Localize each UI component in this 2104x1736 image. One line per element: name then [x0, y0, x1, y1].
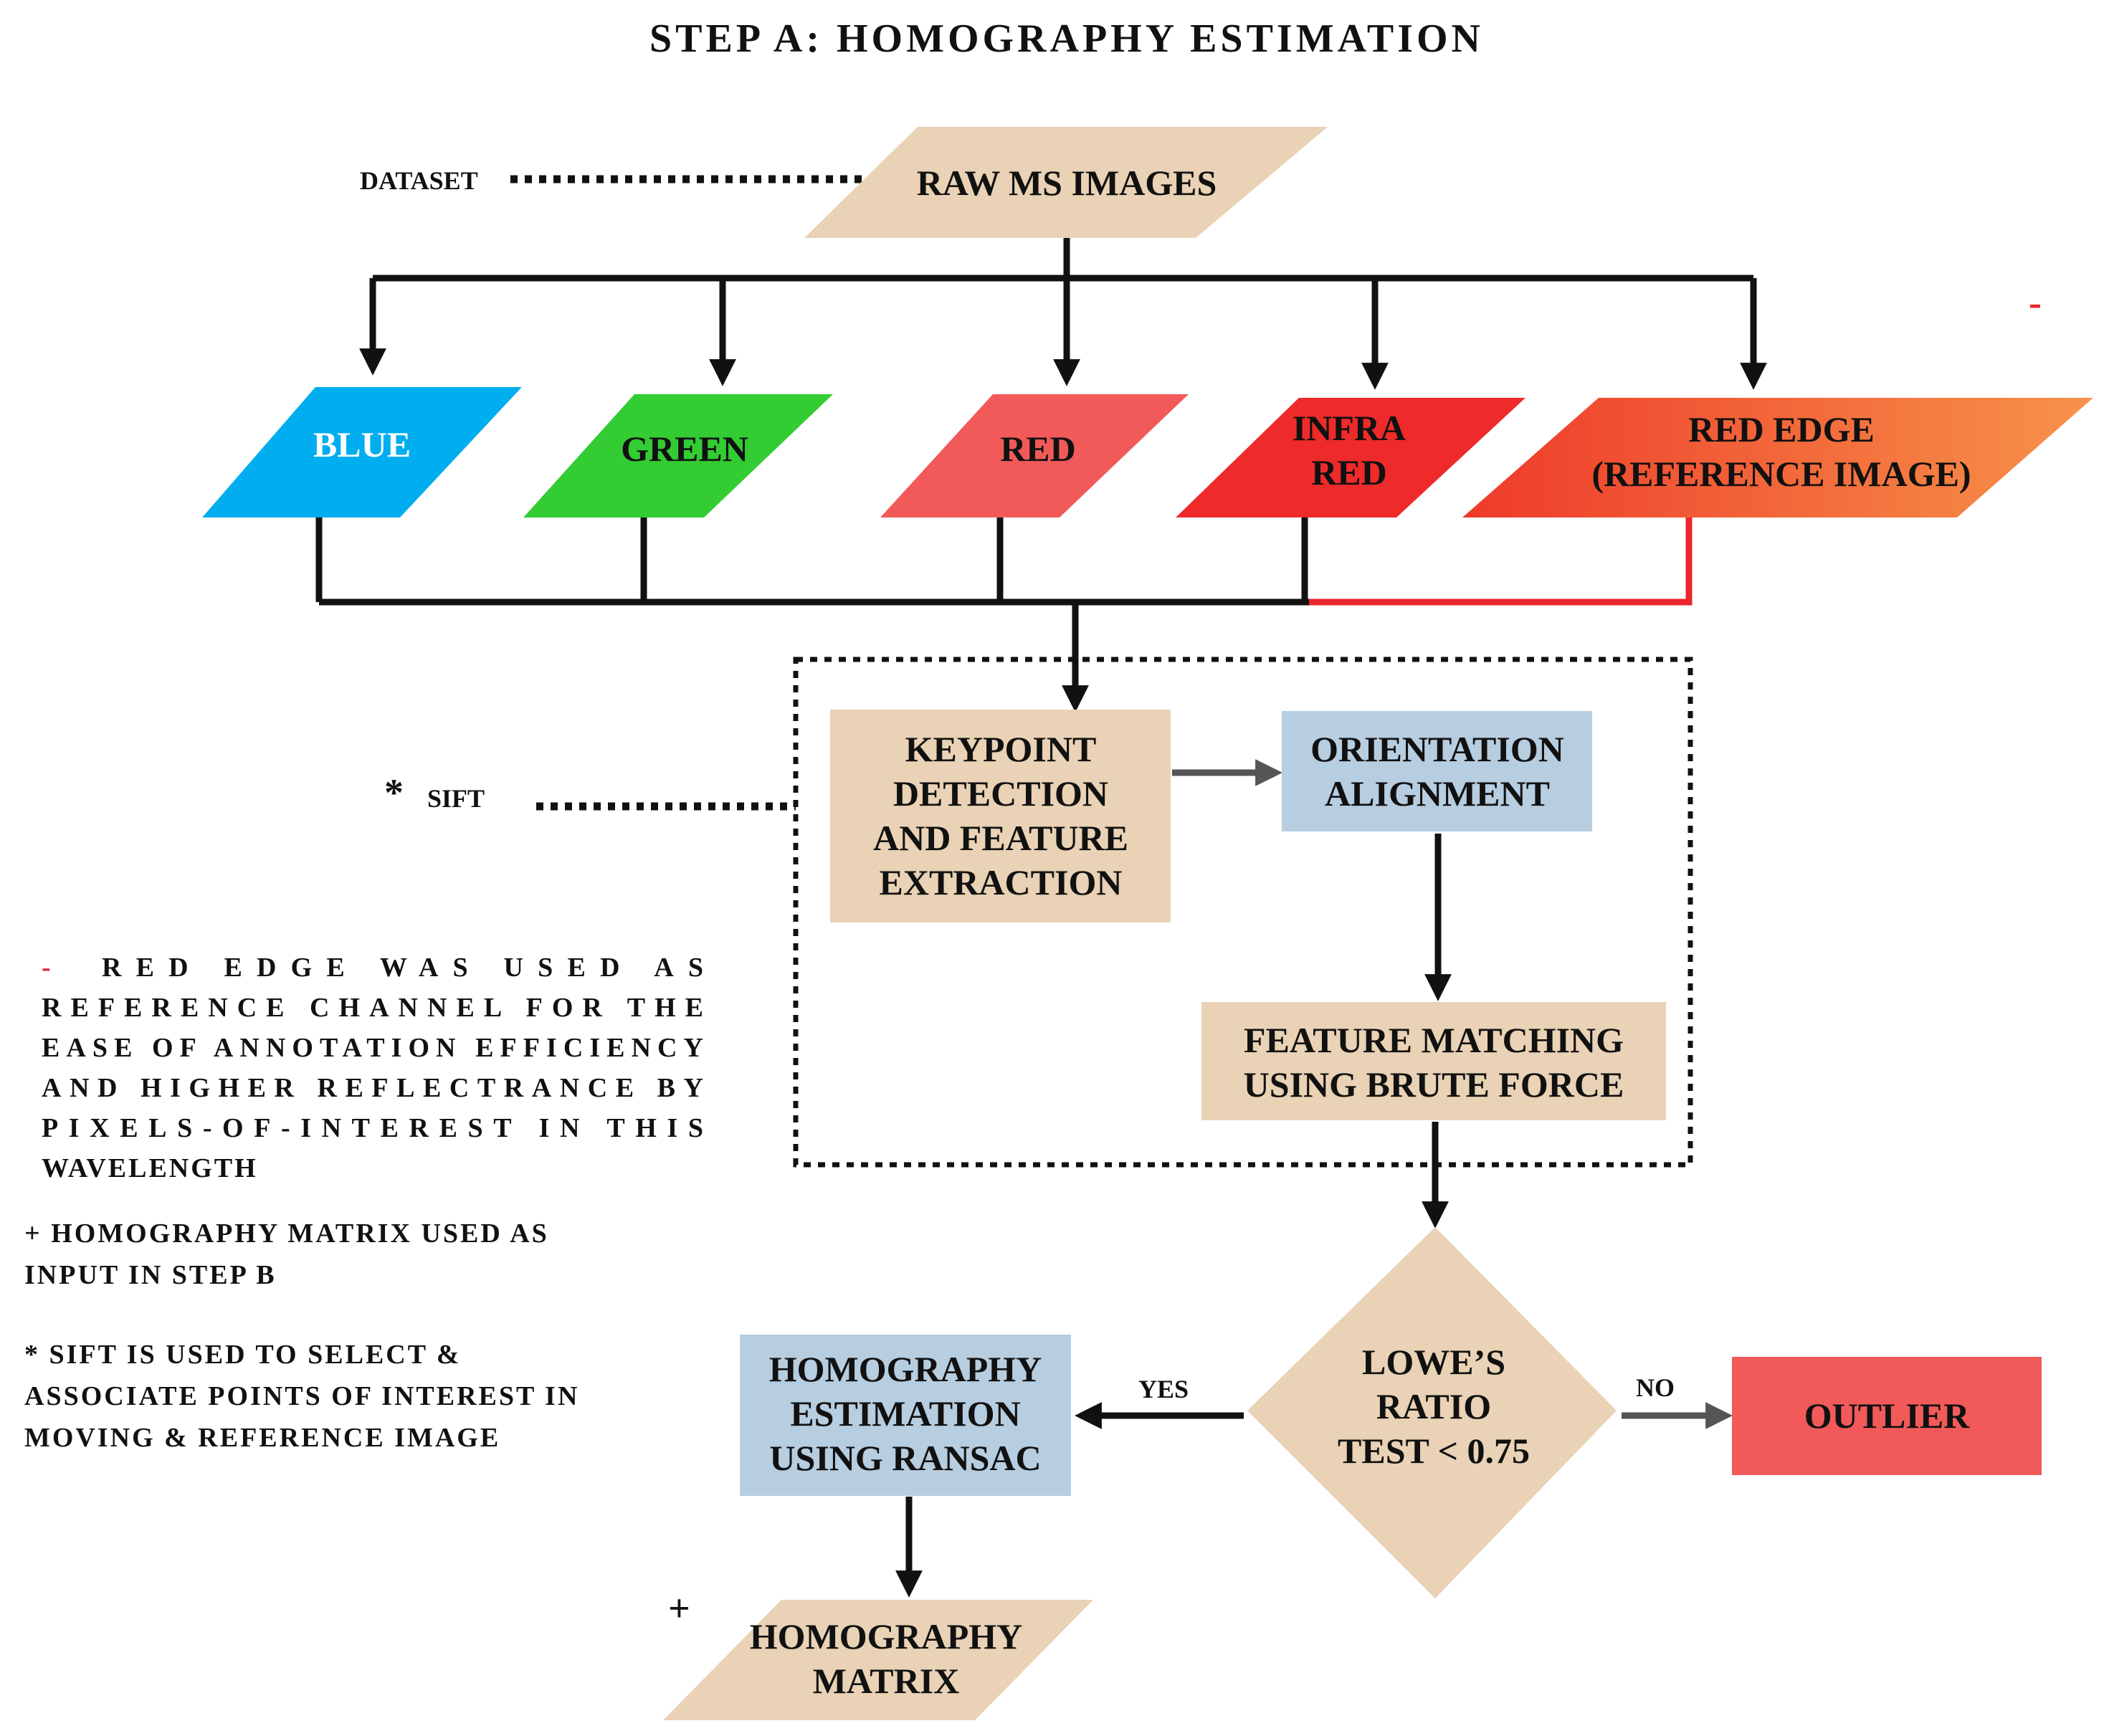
note-line: AND HIGHER REFLECTRANCE BY	[42, 1073, 705, 1103]
label-line: HOMOGRAPHY	[750, 1616, 1023, 1656]
note-line: WAVELENGTH	[42, 1153, 258, 1183]
label-line: GREEN	[621, 429, 748, 469]
note-line: MOVING & REFERENCE IMAGE	[24, 1423, 500, 1453]
node-blue-shape	[202, 387, 522, 518]
node-matrix-shape	[663, 1600, 1093, 1720]
node-blue-label: BLUE	[313, 424, 411, 464]
node-orientation-shape	[1282, 711, 1592, 831]
node-red-label: RED	[1000, 429, 1076, 469]
edge-from-rededge	[1309, 516, 1693, 606]
node-green-label: GREEN	[621, 429, 748, 469]
matrix-plus-marker: +	[668, 1587, 690, 1630]
node-ransac-shape	[740, 1335, 1071, 1496]
label-line: BLUE	[313, 424, 411, 464]
node-outlier[interactable]: OUTLIER	[1732, 1357, 2042, 1475]
note-red-edge-text: RED EDGE WAS USED AS REFERENCE CHANNEL FO…	[42, 953, 705, 1183]
note-homography-input: + HOMOGRAPHY MATRIX USED AS INPUT IN STEP…	[24, 1218, 549, 1290]
label-line: USING BRUTE FORCE	[1244, 1064, 1624, 1105]
sift-star-marker: *	[384, 771, 404, 814]
note-line: * SIFT IS USED TO SELECT &	[24, 1340, 462, 1370]
label-line: RED EDGE	[1688, 409, 1875, 449]
sift-group-frame	[793, 657, 1693, 1168]
node-outlier-label: OUTLIER	[1804, 1396, 1971, 1436]
node-homography-matrix[interactable]: HOMOGRAPHY MATRIX	[663, 1600, 1093, 1720]
node-red-shape	[880, 394, 1189, 518]
note-line: EASE OF ANNOTATION EFFICIENCY	[42, 1033, 705, 1063]
label-line: LOWE’S	[1362, 1342, 1505, 1382]
no-label: NO	[1636, 1373, 1675, 1402]
note-red-edge: - RED EDGE WAS USED AS REFERENCE CHANNEL …	[42, 953, 705, 1183]
label-line: EXTRACTION	[880, 862, 1123, 902]
label-line: MATRIX	[813, 1661, 960, 1701]
label-line: TEST < 0.75	[1338, 1431, 1530, 1471]
note-homography-text: + HOMOGRAPHY MATRIX USED AS INPUT IN STEP…	[24, 1218, 549, 1290]
label-line: FEATURE MATCHING	[1244, 1020, 1624, 1060]
note-line: INPUT IN STEP B	[24, 1260, 277, 1290]
sift-label: SIFT	[427, 784, 485, 813]
node-rededge-label: RED EDGE (REFERENCE IMAGE)	[1591, 409, 1971, 494]
label-line: RAW MS IMAGES	[917, 163, 1217, 203]
yes-label: YES	[1138, 1375, 1189, 1403]
node-raw-ms-images[interactable]: RAW MS IMAGES	[804, 127, 1328, 238]
node-matrix-label: HOMOGRAPHY MATRIX	[750, 1616, 1023, 1701]
label-line: USING RANSAC	[769, 1438, 1041, 1478]
note-line: ASSOCIATE POINTS OF INTEREST IN	[24, 1381, 579, 1411]
note-red-edge-marker: -	[42, 953, 53, 983]
node-keypoint-shape	[830, 710, 1171, 922]
note-line: + HOMOGRAPHY MATRIX USED AS	[24, 1218, 549, 1249]
node-matching-shape	[1201, 1002, 1666, 1120]
connectors	[315, 175, 1767, 1598]
diagram-title: STEP A: HOMOGRAPHY ESTIMATION	[649, 16, 1484, 61]
label-line: ALIGNMENT	[1325, 773, 1550, 814]
rededge-dash-marker: -	[2029, 281, 2042, 324]
note-line: PIXELS-OF-INTEREST IN THIS	[42, 1113, 705, 1143]
node-blue-channel[interactable]: BLUE	[202, 387, 522, 518]
note-line: RED EDGE WAS USED AS	[102, 953, 705, 983]
label-line: INFRA	[1293, 408, 1406, 448]
label-line: DETECTION	[893, 773, 1108, 814]
label-line: ESTIMATION	[790, 1393, 1020, 1434]
label-line: KEYPOINT	[905, 729, 1097, 769]
node-lowe-shape	[1247, 1227, 1617, 1598]
node-green-channel[interactable]: GREEN	[523, 394, 833, 518]
label-line: ORIENTATION	[1310, 729, 1564, 769]
label-line: RED	[1000, 429, 1076, 469]
label-line: RED	[1311, 452, 1387, 492]
node-red-channel[interactable]: RED	[880, 394, 1189, 518]
node-infrared-shape	[1176, 398, 1525, 518]
node-green-shape	[523, 394, 833, 518]
note-sift-text: * SIFT IS USED TO SELECT & ASSOCIATE POIN…	[24, 1340, 579, 1453]
node-rededge-channel[interactable]: RED EDGE (REFERENCE IMAGE)	[1462, 398, 2093, 518]
label-line: AND FEATURE	[873, 818, 1128, 858]
label-line: HOMOGRAPHY	[769, 1349, 1042, 1389]
node-outlier-shape	[1732, 1357, 2042, 1475]
node-raw-shape	[804, 127, 1328, 238]
dataset-label: DATASET	[360, 166, 478, 195]
label-line: (REFERENCE IMAGE)	[1591, 454, 1971, 494]
note-line: REFERENCE CHANNEL FOR THE	[42, 993, 705, 1023]
label-line: RATIO	[1376, 1386, 1491, 1426]
node-raw-label: RAW MS IMAGES	[917, 163, 1217, 203]
label-line: OUTLIER	[1804, 1396, 1971, 1436]
note-sift: * SIFT IS USED TO SELECT & ASSOCIATE POIN…	[24, 1340, 579, 1453]
node-rededge-shape	[1462, 398, 2093, 518]
